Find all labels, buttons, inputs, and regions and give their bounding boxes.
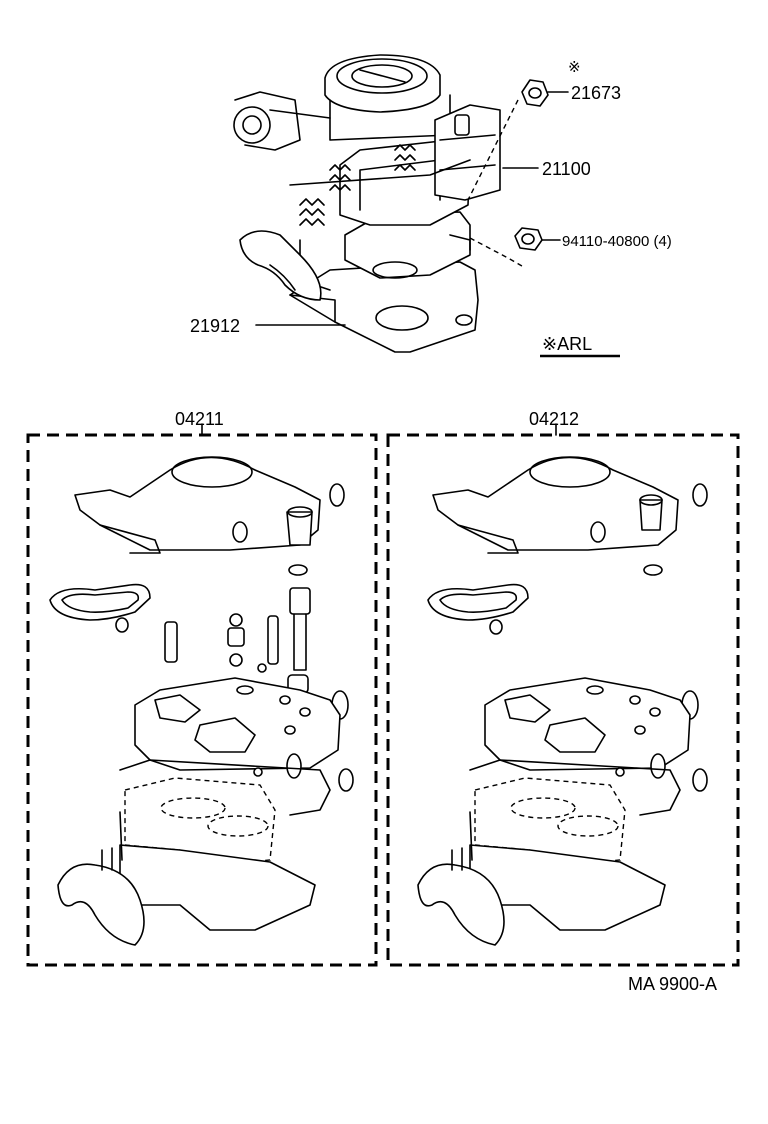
kit-04212 <box>386 423 740 967</box>
carburetor-assembly <box>233 54 620 358</box>
kit-04212-frame <box>386 433 740 967</box>
kit-04211 <box>26 423 378 967</box>
callout-21673: 21673 <box>571 83 621 103</box>
callout-21912: 21912 <box>190 316 240 336</box>
drawing-code: MA 9900-A <box>628 974 717 994</box>
callout-94110: 94110-40800 (4) <box>562 233 672 250</box>
note-mark: ※ <box>568 59 581 76</box>
callout-arl: ※ARL <box>542 334 592 354</box>
kit-04211-label: 04211 <box>175 409 224 429</box>
callout-21100: 21100 <box>542 159 591 179</box>
kit-04212-label: 04212 <box>529 409 579 429</box>
